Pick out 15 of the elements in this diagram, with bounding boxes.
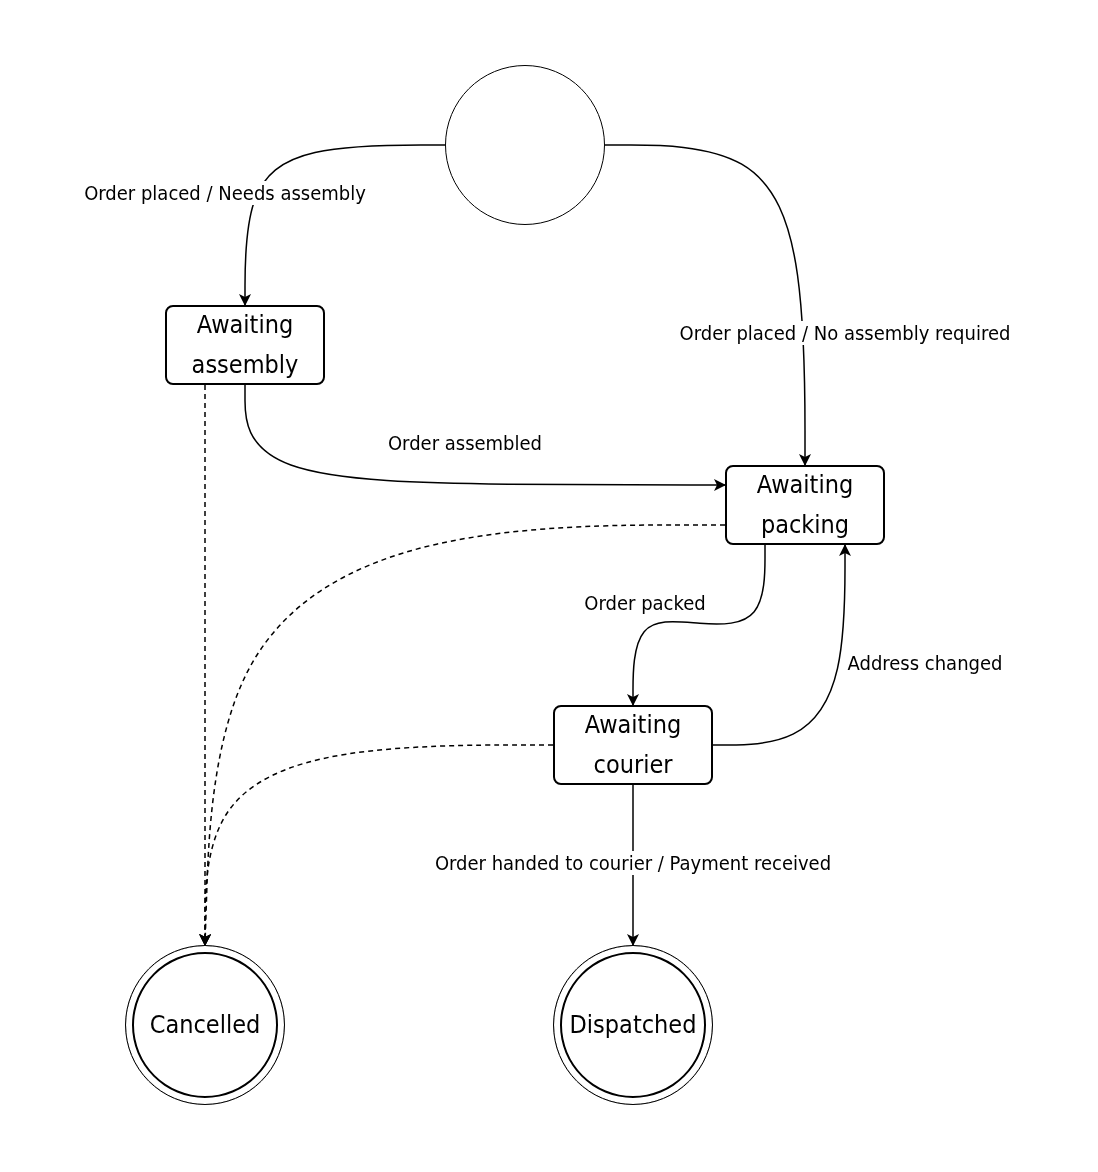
state-label: Awaiting assembly [190, 309, 300, 381]
arrow [712, 544, 851, 746]
dashed-arrow [199, 744, 554, 946]
state-label: Awaiting courier [583, 709, 683, 781]
edge-label: Order placed / Needs assembly [82, 181, 368, 205]
state-box [725, 465, 885, 545]
arrow [239, 144, 446, 306]
state-box [553, 705, 713, 785]
arrow [627, 544, 766, 706]
arrow [604, 144, 811, 466]
state-box [165, 305, 325, 385]
state-label: Cancelled [149, 1009, 261, 1041]
arrow [244, 384, 726, 491]
state-label: Dispatched [569, 1009, 697, 1041]
state-label: Awaiting packing [755, 469, 855, 541]
